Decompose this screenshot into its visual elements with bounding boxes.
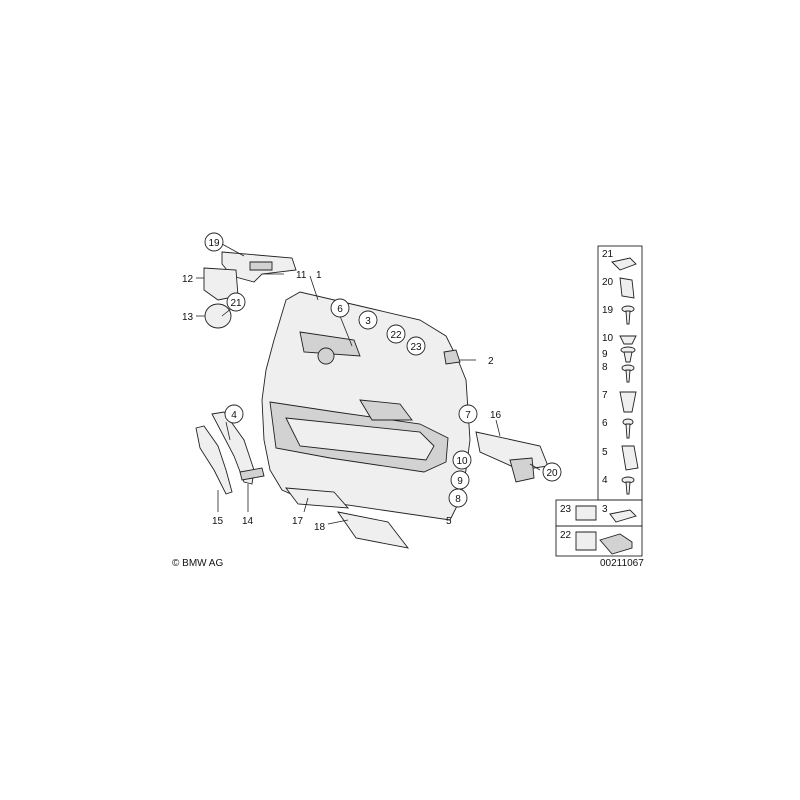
legend-number: 8: [602, 362, 608, 373]
legend-number: 19: [602, 305, 614, 316]
part-1-pocket: [285, 417, 435, 461]
legend-pair-box: [555, 525, 643, 557]
part-18-mat: [336, 511, 410, 549]
label-2: 2: [488, 356, 494, 367]
clip-icon: [621, 445, 639, 471]
rivet-icon: [620, 346, 636, 363]
part-labels: 12 11 1 13 2 16 15 14 17 18 5: [182, 270, 502, 533]
legend-number: 22: [560, 530, 572, 541]
label-11: 11: [296, 270, 307, 281]
screw-icon: [622, 418, 634, 439]
part-1-speaker: [317, 347, 335, 365]
callout-8: 8: [448, 488, 468, 508]
callout-9: 9: [450, 470, 470, 490]
label-16: 16: [490, 410, 502, 421]
bracket-icon: [575, 505, 597, 521]
svg-text:6: 6: [337, 304, 343, 315]
callout-21: 21: [226, 292, 246, 312]
screw-icon: [621, 364, 635, 383]
part-11-detail: [249, 261, 273, 271]
svg-text:10: 10: [456, 456, 468, 467]
part-17-mat: [285, 487, 350, 509]
legend-number: 4: [602, 475, 608, 486]
callout-10: 10: [452, 450, 472, 470]
legend-number: 9: [602, 349, 608, 360]
svg-text:19: 19: [208, 238, 220, 249]
label-17: 17: [292, 516, 304, 527]
svg-text:23: 23: [410, 342, 422, 353]
part-1-handle-recess: [299, 331, 361, 357]
clip-icon: [619, 277, 635, 299]
screw-icon: [621, 305, 635, 325]
label-13: 13: [182, 312, 194, 323]
label-5: 5: [446, 516, 452, 527]
callout-7: 7: [458, 404, 478, 424]
label-14: 14: [242, 516, 254, 527]
callout-3: 3: [358, 310, 378, 330]
part-2-clip: [443, 349, 461, 365]
clip-icon: [609, 509, 637, 523]
part-15-grab-handle: [195, 425, 233, 495]
diagram-number: 00211067: [600, 558, 644, 569]
svg-text:8: 8: [455, 494, 461, 505]
fastener-legend: 21 20 19 10 9 8 7 6: [555, 245, 643, 557]
label-18: 18: [314, 522, 326, 533]
legend-number: 7: [602, 390, 608, 401]
svg-text:3: 3: [365, 316, 371, 327]
callout-23: 23: [406, 336, 426, 356]
part-1-switch-recess: [359, 399, 413, 421]
svg-text:21: 21: [230, 298, 242, 309]
svg-text:9: 9: [457, 476, 463, 487]
part-14-pin: [239, 467, 265, 481]
legend-number: 21: [602, 249, 614, 260]
legend-number: 6: [602, 418, 608, 429]
legend-number: 20: [602, 277, 614, 288]
legend-number: 5: [602, 447, 608, 458]
label-15: 15: [212, 516, 224, 527]
callouts: 19 21 6 3 22 23 4 7: [204, 232, 562, 508]
copyright-label: © BMW AG: [172, 558, 223, 569]
legend-number: 23: [560, 504, 572, 515]
bracket-icon: [575, 531, 597, 551]
label-12: 12: [182, 274, 194, 285]
callout-19: 19: [204, 232, 224, 252]
callout-22: 22: [386, 324, 406, 344]
clip-icon: [611, 257, 637, 271]
screw-icon: [621, 476, 635, 495]
svg-text:7: 7: [465, 410, 471, 421]
legend-number: 3: [602, 504, 608, 515]
legend-number: 10: [602, 333, 614, 344]
clip-icon: [619, 335, 637, 345]
part-13-pad: [204, 303, 232, 329]
svg-text:22: 22: [390, 330, 402, 341]
callout-6: 6: [330, 298, 350, 318]
callout-20: 20: [542, 462, 562, 482]
part-16-connector: [509, 457, 535, 483]
arrow-icon: [599, 533, 633, 555]
callout-4: 4: [224, 404, 244, 424]
svg-text:4: 4: [231, 410, 237, 421]
label-1: 1: [316, 270, 322, 281]
clip-icon: [619, 391, 637, 413]
svg-text:20: 20: [546, 468, 558, 479]
